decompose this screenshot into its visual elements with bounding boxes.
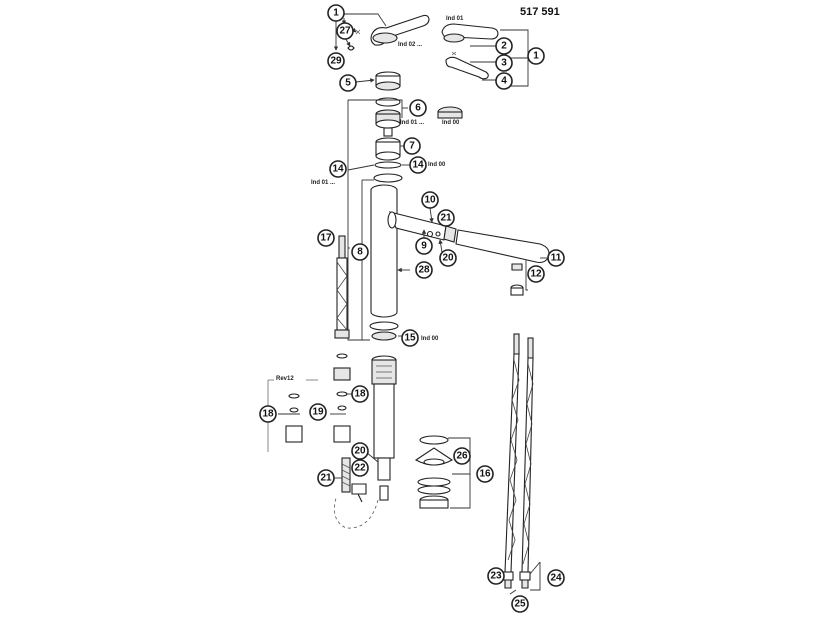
svg-text:6: 6: [415, 103, 421, 114]
callout-19: 19: [309, 403, 327, 421]
callout-10: 10: [421, 191, 439, 209]
svg-text:20: 20: [442, 253, 454, 264]
svg-text:28: 28: [418, 265, 430, 276]
svg-text:4: 4: [501, 76, 507, 87]
callout-4: 4: [495, 72, 513, 90]
callout-14a: 14: [329, 160, 347, 178]
svg-text:3: 3: [501, 58, 507, 69]
svg-text:8: 8: [357, 247, 363, 258]
valve-body-lower: [267, 353, 397, 529]
flex-hose-17: [334, 235, 350, 339]
callout-3: 3: [495, 54, 513, 72]
callout-5: 5: [339, 74, 357, 92]
callout-20a: 20: [439, 249, 457, 267]
svg-text:27: 27: [339, 26, 351, 37]
handle-assembly-right: [441, 23, 529, 87]
screw-part: [355, 29, 361, 35]
seal-set: [414, 435, 471, 509]
svg-text:17: 17: [320, 233, 332, 244]
svg-text:23: 23: [490, 571, 502, 582]
callout-18a: 18: [351, 385, 369, 403]
svg-text:24: 24: [550, 573, 562, 584]
svg-text:25: 25: [514, 599, 526, 610]
tag-ind02: Ind 02 ...: [398, 42, 422, 48]
tag-ind00-ring14: Ind 00: [428, 162, 446, 168]
svg-text:9: 9: [421, 241, 427, 252]
callout-1a: 1: [327, 4, 345, 22]
tag-ind00-cartridge: Ind 00: [442, 120, 460, 126]
callout-27: 27: [336, 22, 354, 40]
svg-text:1: 1: [333, 8, 339, 19]
svg-text:7: 7: [409, 141, 415, 152]
callout-29: 29: [327, 52, 345, 70]
callout-7: 7: [403, 137, 421, 155]
tag-ind01-cartridge: Ind 01 ...: [400, 120, 424, 126]
callout-20b: 20: [351, 442, 369, 460]
svg-text:15: 15: [404, 333, 416, 344]
callout-21b: 21: [317, 469, 335, 487]
tag-ind01-body: Ind 01 ...: [311, 180, 335, 186]
supply-hoses: [502, 333, 541, 595]
svg-text:19: 19: [312, 407, 324, 418]
callout-17: 17: [317, 229, 335, 247]
callout-14b: 14: [409, 156, 427, 174]
tag-ind00-ring15: Ind 00: [421, 336, 439, 342]
alt-lever-lower-part: [445, 56, 489, 80]
callout-8: 8: [351, 243, 369, 261]
svg-text:18: 18: [262, 409, 274, 420]
callout-18b: 18: [259, 405, 277, 423]
svg-text:11: 11: [551, 253, 562, 264]
svg-text:2: 2: [501, 41, 507, 52]
handle-assembly-left: [333, 13, 430, 91]
callout-6: 6: [409, 99, 427, 117]
svg-text:1: 1: [533, 51, 539, 62]
callout-23: 23: [487, 567, 505, 585]
callout-28: 28: [415, 261, 433, 279]
svg-text:29: 29: [330, 56, 342, 67]
svg-text:14: 14: [412, 160, 424, 171]
callout-24: 24: [547, 569, 565, 587]
cap-part: [347, 45, 355, 51]
tag-ind01-handle: Ind 01: [446, 16, 464, 22]
callout-1b: 1: [527, 47, 545, 65]
document-number: 517 591: [520, 6, 560, 18]
group-label-rev12: Rev12: [276, 376, 294, 382]
svg-text:12: 12: [530, 269, 542, 280]
callout-12: 12: [527, 265, 545, 283]
callout-15: 15: [401, 329, 419, 347]
svg-text:26: 26: [456, 451, 468, 462]
callout-25: 25: [511, 595, 529, 613]
svg-text:14: 14: [332, 164, 344, 175]
callout-22: 22: [351, 459, 369, 477]
handle-base-part: [372, 32, 398, 44]
callout-16: 16: [476, 465, 494, 483]
callout-11: 11: [547, 249, 565, 267]
svg-text:5: 5: [345, 78, 351, 89]
svg-text:10: 10: [424, 195, 436, 206]
cartridge-stack: [347, 97, 463, 341]
callout-21a: 21: [437, 209, 455, 227]
svg-text:16: 16: [479, 469, 491, 480]
callout-9: 9: [415, 237, 433, 255]
svg-text:21: 21: [320, 473, 332, 484]
callout-26: 26: [453, 447, 471, 465]
svg-text:21: 21: [440, 213, 452, 224]
svg-text:18: 18: [354, 389, 366, 400]
body-and-spout: [348, 184, 550, 341]
callout-2: 2: [495, 37, 513, 55]
svg-text:22: 22: [354, 463, 366, 474]
svg-text:20: 20: [354, 446, 366, 457]
